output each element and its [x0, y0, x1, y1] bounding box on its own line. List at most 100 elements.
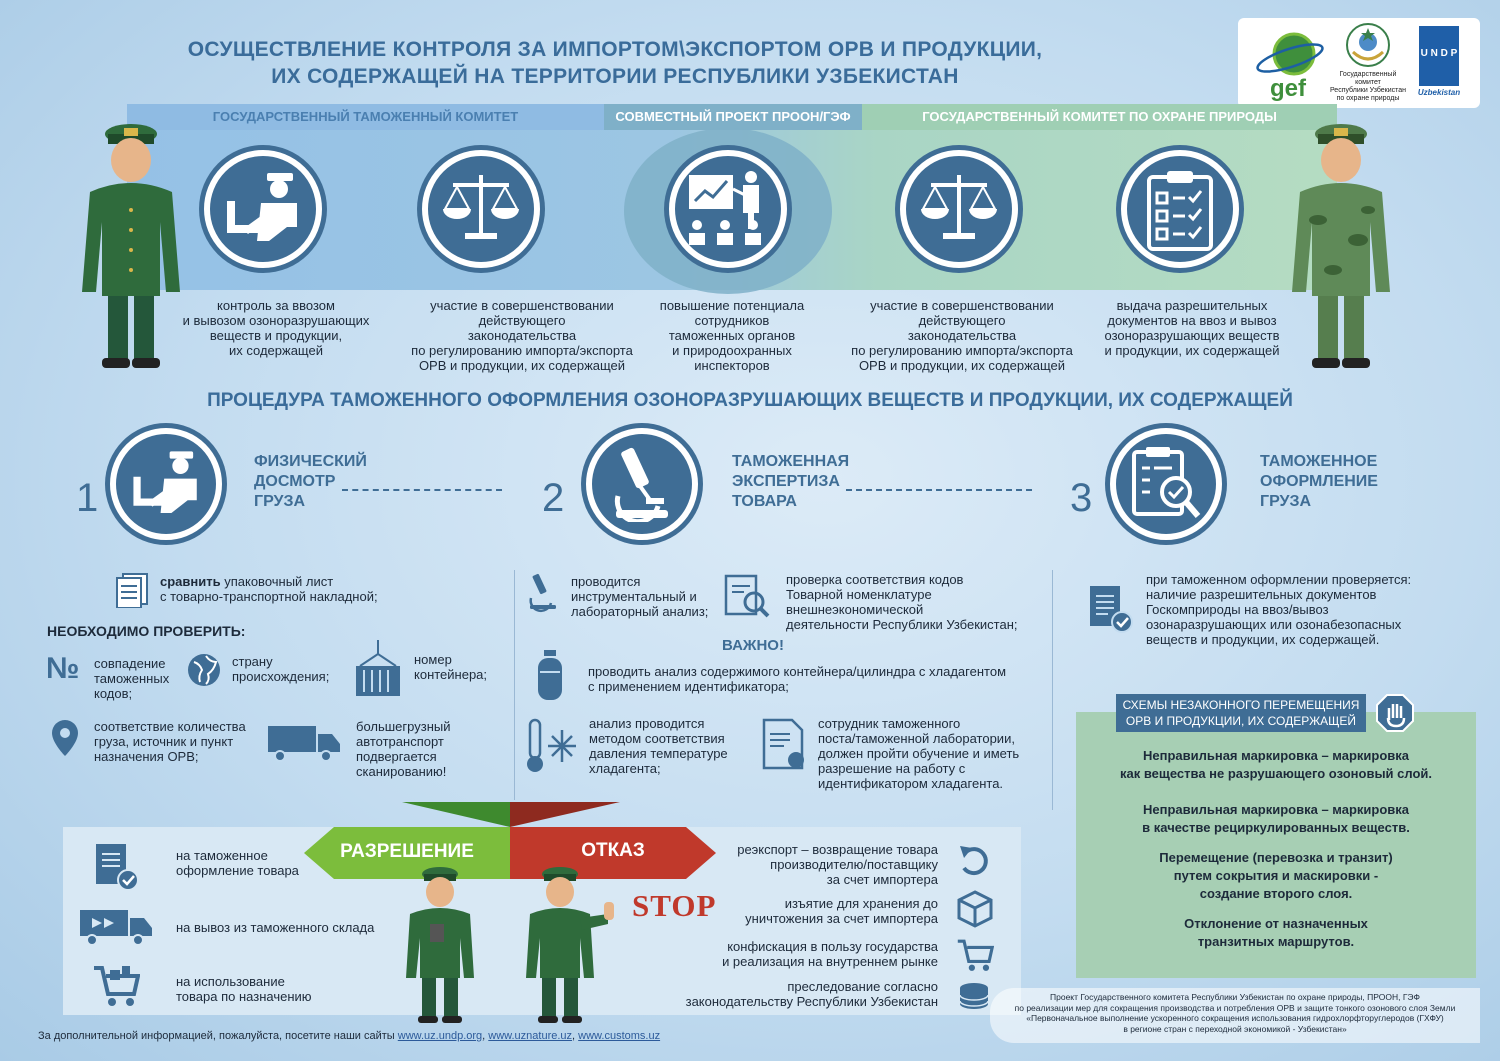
page-title: ОСУЩЕСТВЛЕНИЕ КОНТРОЛЯ ЗА ИМПОРТОМ\ЭКСПО… — [150, 36, 1080, 90]
uz-logo-line-4: по охране природы — [1336, 95, 1400, 102]
return-arrow-icon — [960, 846, 988, 876]
logo-panel: gef Государственный комитет Республики У… — [1238, 18, 1480, 108]
undp-logo-text: U N D P — [1420, 48, 1458, 59]
uz-logo-line-3: Республики Узбекистан — [1329, 87, 1407, 94]
document-search-icon — [724, 574, 770, 618]
documents-icon — [116, 573, 148, 608]
step-1-number: 1 — [76, 476, 99, 520]
refusal-banner: ОТКАЗ — [510, 800, 716, 880]
officer-stop-gesture-figure — [520, 864, 616, 1029]
stop-hand-icon — [1376, 694, 1414, 732]
shopping-cart-icon — [94, 966, 140, 1006]
location-pin-icon — [52, 720, 78, 756]
band-joint-project: СОВМЕСТНЫЙ ПРОЕКТ ПРООН/ГЭФ — [604, 104, 862, 130]
permission-item-2: на вывоз из таможенного склада — [176, 920, 375, 935]
thermometer-snowflake-icon — [527, 718, 576, 772]
step-1-dash — [342, 489, 502, 491]
undp-logo-sub: Uzbekistan — [1417, 88, 1461, 97]
nature-inspector-figure — [1288, 120, 1394, 377]
emblem-icon — [1346, 23, 1390, 67]
step-3-circle — [1110, 428, 1222, 540]
permits-circle — [1121, 150, 1239, 268]
certificate-icon — [762, 718, 804, 770]
scales-icon — [443, 175, 519, 239]
band-nature-committee: ГОСУДАРСТВЕННЫЙ КОМИТЕТ ПО ОХРАНЕ ПРИРОД… — [862, 104, 1337, 130]
permission-banner: РАЗРЕШЕНИЕ — [304, 800, 510, 880]
compare-text: сравнить упаковочный лист с товарно-тран… — [160, 574, 378, 604]
legislation-circle-1 — [422, 150, 540, 268]
scales-icon — [921, 175, 997, 239]
delivery-truck-icon — [80, 910, 152, 946]
microscope-icon — [614, 447, 668, 522]
stop-text: STOP — [632, 888, 717, 923]
link-customs[interactable]: www.customs.uz — [578, 1030, 661, 1042]
truck-icon — [268, 726, 340, 762]
customs-officer-figure — [78, 120, 184, 377]
important-label: ВАЖНО! — [722, 637, 784, 654]
step-2-dash — [846, 489, 1032, 491]
footer: За дополнительной информацией, пожалуйст… — [38, 1030, 661, 1042]
refusal-label: ОТКАЗ — [581, 840, 645, 861]
link-uznature[interactable]: www.uznature.uz — [488, 1030, 573, 1042]
inspector-desk-icon — [133, 451, 197, 513]
check-title: НЕОБХОДИМО ПРОВЕРИТЬ: — [47, 623, 246, 639]
link-undp[interactable]: www.uz.undp.org — [397, 1030, 483, 1042]
officer-with-tablet-figure — [402, 864, 478, 1029]
uz-logo-line-1: Государственный — [1339, 71, 1397, 78]
inspector-desk-icon — [227, 173, 297, 241]
globe-icon — [188, 654, 220, 686]
coins-icon — [959, 983, 989, 1009]
procedure-title: ПРОЦЕДУРА ТАМОЖЕННОГО ОФОРМЛЕНИЯ ОЗОНОРА… — [207, 390, 1293, 411]
step-3-number: 3 — [1070, 476, 1093, 520]
step-2-number: 2 — [542, 476, 565, 520]
permission-label: РАЗРЕШЕНИЕ — [340, 841, 474, 862]
document-check-icon — [96, 844, 139, 891]
uzbekistan-committee-logo: Государственный комитет Республики Узбек… — [1328, 22, 1408, 106]
column-divider-2 — [1052, 570, 1053, 810]
document-magnifier-icon — [1132, 447, 1201, 518]
permit-check-text: при таможенном оформлении проверяется:на… — [1146, 572, 1412, 647]
checklist-icon — [1147, 171, 1213, 251]
band-customs-committee: ГОСУДАРСТВЕННЫЙ ТАМОЖЕННЫЙ КОМИТЕТ — [127, 104, 604, 130]
cylinder-analysis-text: проводить анализ содержимого контейнера/… — [588, 664, 1007, 694]
title-line-2: ИХ СОДЕРЖАЩЕЙ НА ТЕРРИТОРИИ РЕСПУБЛИКИ У… — [271, 65, 959, 88]
gef-logo-text: gef — [1270, 75, 1307, 102]
title-line-1: ОСУЩЕСТВЛЕНИЕ КОНТРОЛЯ ЗА ИМПОРТОМ\ЭКСПО… — [187, 38, 1043, 61]
project-note: Проект Государственного комитета Республ… — [990, 988, 1480, 1043]
undp-logo: U N D P Uzbekistan — [1410, 26, 1468, 104]
gas-cylinder-icon — [538, 650, 562, 700]
legislation-circle-2 — [900, 150, 1018, 268]
shopping-cart-icon — [957, 939, 994, 971]
step-1-circle — [110, 428, 222, 540]
box-icon — [957, 890, 993, 928]
column-divider-1 — [514, 570, 515, 800]
illegal-schemes-box — [1076, 712, 1476, 978]
customs-inspection-circle — [204, 150, 322, 268]
document-check-icon — [1090, 586, 1133, 633]
